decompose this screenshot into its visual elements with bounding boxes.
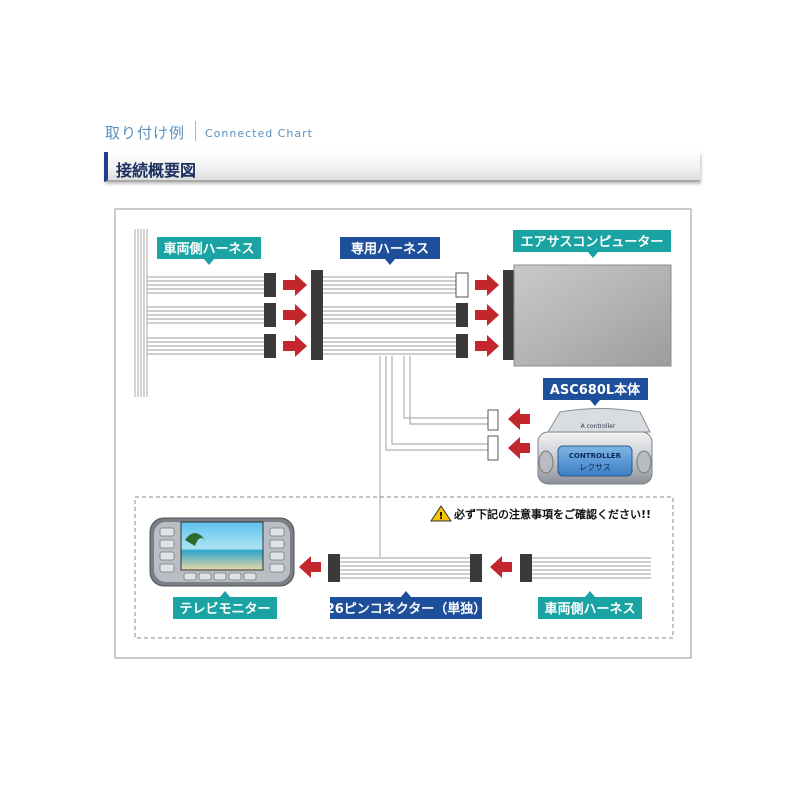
svg-text:26ピンコネクター（単独）: 26ピンコネクター（単独） [326, 601, 487, 617]
tv-monitor-device [150, 518, 294, 586]
dedicated-harness-out-connectors [456, 273, 468, 358]
device-screen-text: CONTROLLER [569, 452, 622, 460]
asc680l-device: CONTROLLER レクサス A controller [538, 409, 652, 485]
device-screen-sub: レクサス [579, 463, 611, 472]
notice-text: 必ず下記の注意事項をご確認ください!! [453, 507, 651, 521]
svg-text:専用ハーネス: 専用ハーネス [351, 241, 429, 257]
svg-text:テレビモニター: テレビモニター [179, 601, 270, 617]
svg-text:車両側ハーネス: 車両側ハーネス [163, 241, 254, 257]
warning-notice: ! 必ず下記の注意事項をご確認ください!! [431, 506, 651, 522]
svg-text:車両側ハーネス: 車両側ハーネス [544, 601, 635, 617]
vehicle-harness-connectors [264, 273, 276, 358]
air-suspension-computer [503, 265, 671, 366]
svg-text:!: ! [439, 511, 444, 522]
svg-text:エアサスコンピューター: エアサスコンピューター [521, 235, 664, 250]
svg-text:ASC680L本体: ASC680L本体 [550, 382, 641, 398]
dedicated-harness-in-connectors [311, 270, 323, 360]
device-logo: A controller [581, 423, 616, 430]
vehicle-harness-wires [147, 277, 264, 354]
